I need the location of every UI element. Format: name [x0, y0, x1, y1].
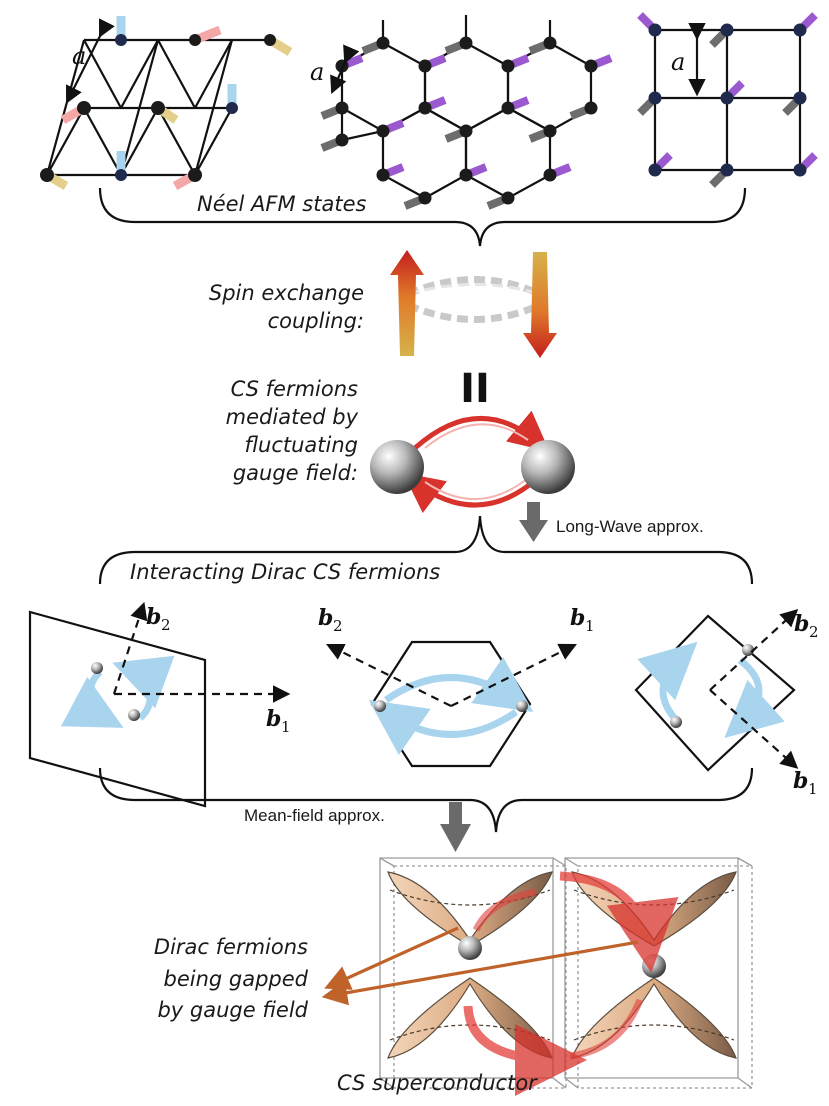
cs-line2: mediated by — [225, 404, 358, 429]
spin-exchange-line1: Spin exchange — [208, 281, 364, 305]
gap-pointer-arrows — [321, 926, 639, 1006]
top-brace — [98, 187, 747, 247]
lattice-constant-label: a — [671, 48, 685, 76]
b2-subscript: 2 — [333, 617, 343, 635]
b2-subscript: 2 — [161, 616, 171, 634]
b1-subscript: 1 — [585, 617, 595, 635]
brillouin-zone-square: b 2 b 1 — [634, 609, 819, 798]
dirac-line2: being gapped — [163, 966, 308, 991]
dirac-cone-boxes — [379, 857, 753, 1096]
interacting-dirac-label: Interacting Dirac CS fermions — [130, 560, 441, 584]
b1-label: b — [793, 768, 808, 794]
mean-field-label: Mean-field approx. — [244, 806, 385, 825]
brillouin-zone-oblique: b 1 b 2 — [28, 601, 291, 808]
b2-label: b — [794, 611, 809, 637]
cs-line1: CS fermions — [230, 377, 358, 401]
spin-exchange-label: Spin exchange coupling: — [150, 280, 364, 335]
cs-superconductor-label: CS superconductor — [337, 1071, 537, 1095]
honeycomb-lattice: a — [310, 15, 613, 210]
b2-label: b — [146, 604, 161, 630]
dirac-gapped-label: Dirac fermions being gapped by gauge fie… — [112, 932, 308, 1027]
cs-line4: gauge field: — [232, 460, 358, 485]
down-arrow-icon — [440, 802, 471, 852]
neel-states-label: Néel AFM states — [197, 192, 367, 216]
b1-subscript: 1 — [281, 718, 291, 736]
down-arrow-icon — [519, 502, 548, 542]
triangular-lattice: a — [40, 16, 293, 190]
middle-brace — [98, 515, 754, 585]
dirac-line1: Dirac fermions — [153, 935, 308, 959]
b2-subscript: 2 — [809, 623, 819, 641]
spin-exchange-icon — [390, 250, 557, 358]
long-wave-label: Long-Wave approx. — [556, 517, 704, 536]
lattice-constant-label: a — [72, 42, 86, 70]
cs-line3: fluctuating — [244, 432, 358, 457]
b1-label: b — [266, 706, 281, 732]
b2-label: b — [318, 605, 333, 631]
fermion-pair-icon — [370, 410, 575, 514]
lower-brace — [98, 767, 754, 833]
brillouin-zone-hexagonal: b 2 b 1 — [318, 605, 595, 768]
b1-subscript: 1 — [808, 780, 818, 798]
equals-sign: II — [460, 366, 490, 412]
cs-fermions-label: CS fermions mediated by fluctuating gaug… — [150, 376, 358, 488]
b1-label: b — [570, 605, 585, 631]
square-lattice: a — [637, 12, 818, 188]
lattice-constant-label: a — [310, 58, 324, 86]
spin-exchange-line2: coupling: — [267, 308, 364, 333]
dirac-line3: by gauge field — [157, 998, 308, 1022]
